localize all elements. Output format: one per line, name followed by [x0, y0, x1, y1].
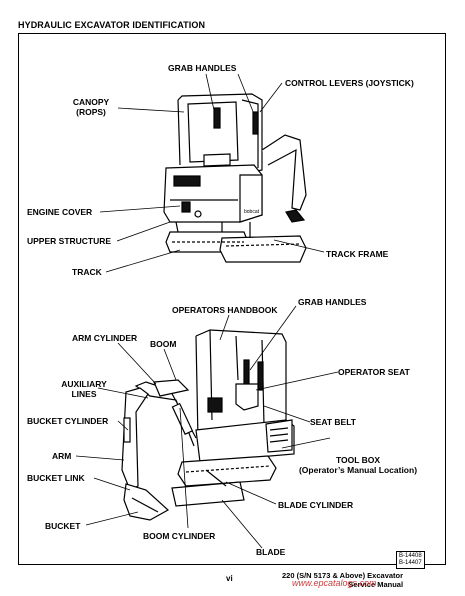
label-canopy-line2: (ROPS)	[76, 107, 106, 117]
manual-title-block: 220 (S/N 5173 & Above) Excavator Service…	[282, 571, 403, 589]
label-auxiliary-lines-line2: LINES	[71, 389, 97, 399]
label-track: TRACK	[72, 267, 102, 277]
label-seat-belt: SEAT BELT	[310, 417, 356, 427]
label-bucket-cylinder: BUCKET CYLINDER	[27, 416, 109, 426]
label-tool-box-line2: (Operator’s Manual Location)	[298, 465, 418, 475]
manual-title: 220 (S/N 5173 & Above) Excavator	[282, 571, 404, 580]
watermark: www.epcatalogs.com	[292, 578, 377, 588]
page-number: vi	[226, 574, 233, 583]
bottom-excavator-drawing	[121, 329, 295, 521]
page-title: HYDRAULIC EXCAVATOR IDENTIFICATION	[18, 20, 206, 30]
label-arm: ARM	[52, 451, 72, 461]
label-arm-cylinder: ARM CYLINDER	[72, 333, 138, 343]
title-rule	[18, 33, 446, 34]
label-boom-cylinder: BOOM CYLINDER	[143, 531, 216, 541]
label-engine-cover: ENGINE COVER	[27, 207, 93, 217]
label-operators-handbook: OPERATORS HANDBOOK	[172, 305, 278, 315]
label-auxiliary-lines-line1: AUXILIARY	[61, 379, 107, 389]
label-blade-cylinder: BLADE CYLINDER	[278, 500, 354, 510]
label-upper-structure: UPPER STRUCTURE	[27, 236, 112, 246]
label-blade: BLADE	[256, 547, 286, 557]
figure-ref-2: B-14407	[399, 560, 422, 566]
figure-reference: B-14408 B-14407	[396, 551, 425, 569]
top-excavator-drawing: bobcat	[163, 93, 307, 263]
label-boom: BOOM	[150, 339, 177, 349]
figure-frame	[18, 34, 446, 565]
svg-text:bobcat: bobcat	[244, 209, 260, 215]
label-canopy-line1: CANOPY	[72, 97, 110, 107]
label-operator-seat: OPERATOR SEAT	[338, 367, 410, 377]
label-tool-box-line1: TOOL BOX	[335, 455, 381, 465]
label-bucket: BUCKET	[45, 521, 81, 531]
bottom-leader-lines	[75, 305, 339, 549]
label-grab-handles-top: GRAB HANDLES	[168, 63, 237, 73]
label-canopy: CANOPY (ROPS)	[66, 97, 116, 117]
label-track-frame: TRACK FRAME	[326, 249, 389, 259]
label-grab-handles-bottom: GRAB HANDLES	[298, 297, 367, 307]
label-tool-box: TOOL BOX (Operator’s Manual Location)	[290, 455, 426, 475]
top-leader-lines	[99, 73, 325, 273]
label-bucket-link: BUCKET LINK	[27, 473, 85, 483]
label-auxiliary-lines: AUXILIARY LINES	[56, 379, 112, 399]
label-control-levers: CONTROL LEVERS (JOYSTICK)	[285, 78, 414, 88]
manual-subtitle: Service Manual	[348, 580, 404, 589]
figure-ref-1: B-14408	[399, 553, 422, 559]
